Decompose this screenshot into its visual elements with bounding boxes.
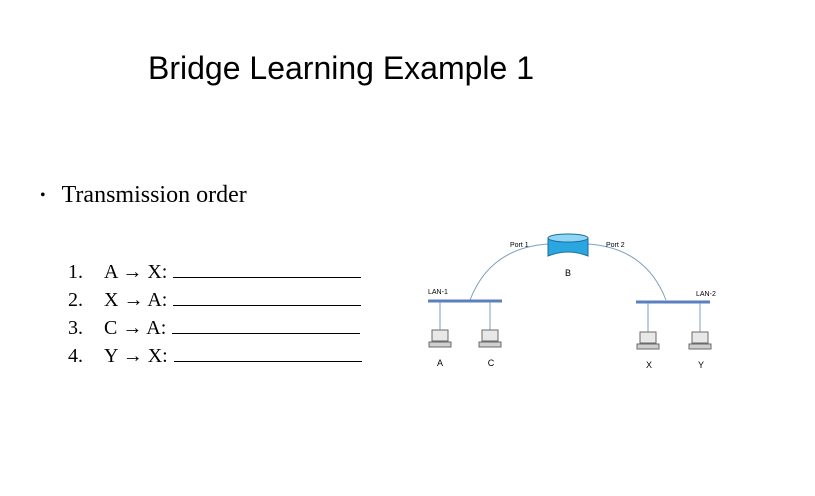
computer-icon [636,331,660,350]
network-diagram: B Port 1 Port 2 LAN-1 LAN-2 A C X Y [428,233,716,370]
host-label-y: Y [698,360,704,370]
answer-blank[interactable] [173,343,362,362]
step-number: 4. [68,345,83,367]
computer-icon [688,331,712,350]
bullet-dot: • [40,186,46,204]
bullet-item: • Transmission order [40,182,247,209]
arrow-icon: → [122,345,143,367]
host-label-a: A [437,358,443,368]
step-source: X [104,289,119,311]
transmission-list: 1. A → X: 2. X → A: 3. C → A: 4. Y → X: [68,258,362,370]
lan2-label: LAN-2 [696,291,716,298]
computer-icon [428,329,452,348]
arrow-icon: → [123,289,144,311]
step-destination: X: [147,261,168,283]
lan1-label: LAN-1 [428,289,448,296]
link-port2 [587,243,667,301]
bridge-label: B [565,268,571,278]
step-source: Y [104,345,118,367]
arrow-icon: → [122,317,143,339]
step-source: C [104,317,118,339]
arrow-icon: → [122,261,143,283]
bridge-icon [547,233,589,257]
port2-label: Port 2 [606,242,625,249]
answer-blank[interactable] [173,259,362,278]
step-destination: X: [147,345,168,367]
step-destination: A: [146,317,167,339]
answer-blank[interactable] [172,315,361,334]
step-source: A [104,261,118,283]
step-destination: A: [147,289,168,311]
step-number: 1. [68,261,83,283]
port1-label: Port 1 [510,242,529,249]
list-item: 3. C → A: [68,314,362,342]
list-item: 2. X → A: [68,286,362,314]
list-item: 4. Y → X: [68,342,362,370]
link-port1 [469,243,549,301]
computer-icon [478,329,502,348]
answer-blank[interactable] [173,287,362,306]
step-number: 2. [68,289,83,311]
list-item: 1. A → X: [68,258,362,286]
host-label-c: C [488,358,495,368]
step-number: 3. [68,317,83,339]
slide-title: Bridge Learning Example 1 [148,50,535,86]
bullet-text: Transmission order [61,182,247,208]
host-label-x: X [646,360,652,370]
